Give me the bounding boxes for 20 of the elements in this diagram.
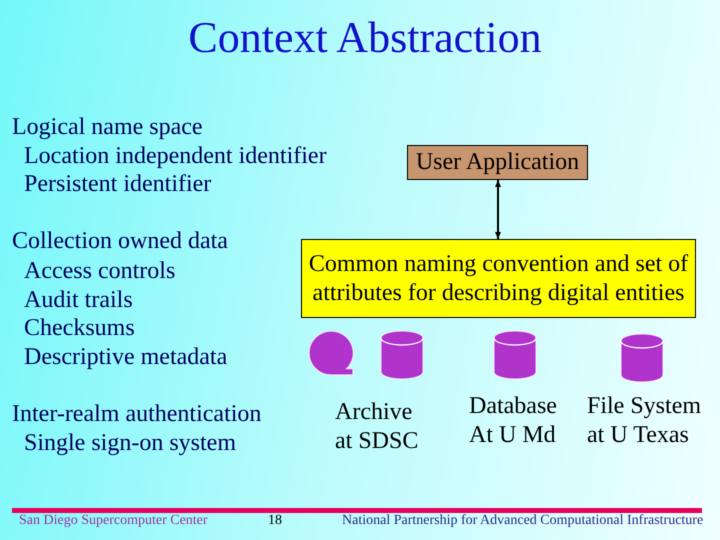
slide-title: Context Abstraction — [188, 12, 542, 64]
topic-heading: Collection owned data — [12, 227, 228, 256]
topic-heading: Inter-realm authentication — [12, 400, 262, 429]
footer-text: San Diego Supercomputer Center — [19, 513, 208, 530]
convention-box: Common naming convention and set of attributes for describing digital entities — [301, 239, 696, 318]
footer-text: National Partnership for Advanced Computational Infrastructure — [342, 513, 704, 530]
topic-detail: Audit trails — [24, 286, 133, 315]
application-box: User Application — [407, 145, 588, 180]
storage-label: Database At U Md — [469, 392, 558, 450]
topic-detail: Checksums — [24, 314, 135, 343]
topic-detail: Persistent identifier — [24, 170, 212, 199]
topic-heading: Logical name space — [12, 113, 203, 142]
storage-label: Archive at SDSC — [335, 398, 420, 456]
double-arrow — [495, 180, 501, 239]
topic-detail: Descriptive metadata — [24, 343, 228, 372]
topic-detail: Location independent identifier — [24, 142, 327, 171]
page-number: 18 — [268, 513, 282, 530]
storage-label: File System at U Texas — [587, 392, 702, 450]
topic-detail: Single sign-on system — [24, 429, 236, 458]
topic-detail: Access controls — [24, 257, 176, 286]
